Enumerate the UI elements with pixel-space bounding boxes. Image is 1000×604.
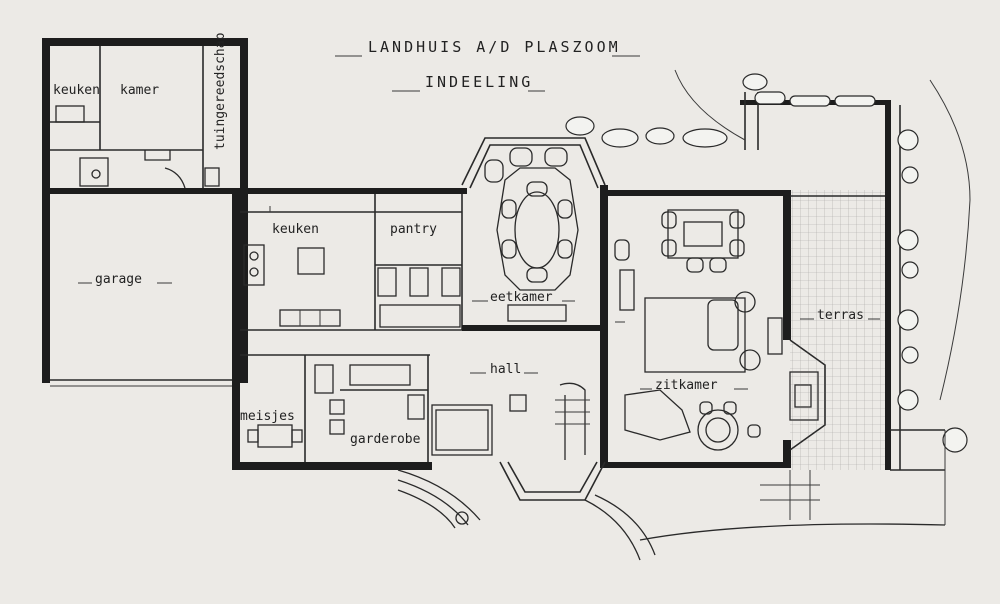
entrance-steps — [397, 469, 946, 561]
label-kamer: kamer — [120, 83, 159, 98]
drawing-title: LANDHUIS A/D PLASZOOM — [368, 38, 621, 56]
outbuilding: keuken kamer tuingereedschap — [42, 32, 248, 194]
label-tuingereedschap: tuingereedschap — [213, 32, 228, 150]
label-keuken-small: keuken — [53, 83, 100, 98]
label-leader-lines — [78, 282, 880, 390]
pantry-furniture: pantry — [375, 222, 462, 328]
drawing-subtitle: INDEELING — [425, 73, 533, 91]
label-pantry: pantry — [390, 222, 437, 237]
keuken-furniture: keuken — [243, 206, 341, 327]
hall-area: hall — [431, 362, 590, 460]
label-garderobe: garderobe — [350, 432, 421, 447]
label-garage: garage — [95, 272, 142, 287]
meisjes-garderobe: meisjes garderobe — [240, 364, 428, 448]
label-terras: terras — [817, 308, 864, 323]
label-meisjes: meisjes — [240, 409, 295, 424]
label-keuken: keuken — [272, 222, 319, 237]
label-hall: hall — [490, 362, 521, 377]
label-eetkamer: eetkamer — [490, 290, 553, 305]
main-house-walls — [232, 137, 826, 501]
label-zitkamer: zitkamer — [655, 378, 718, 393]
terrace: terras — [565, 69, 971, 525]
eetkamer-furniture: eetkamer — [484, 147, 579, 322]
